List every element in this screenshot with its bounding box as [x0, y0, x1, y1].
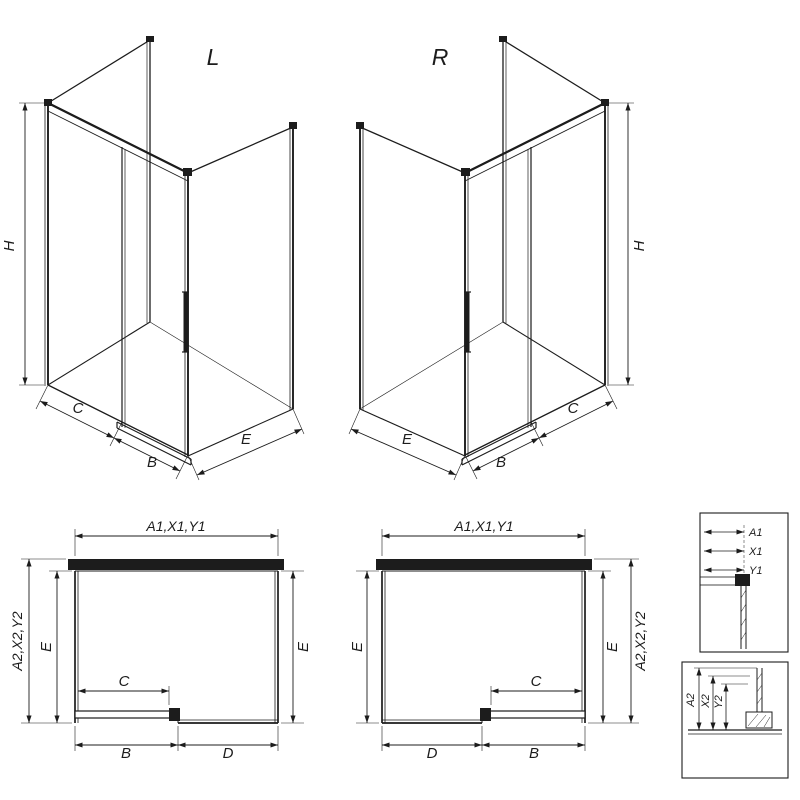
bottom-rail-section	[745, 711, 773, 729]
dim-label-c: C	[568, 400, 579, 417]
dim-label-height: H	[1, 240, 18, 251]
dim-label-height: H	[631, 240, 648, 251]
dim-label-a2x2y2: A2,X2,Y2	[632, 611, 648, 671]
iso-view-left: L H C B E	[1, 36, 304, 480]
glass-section	[756, 668, 763, 712]
dim-label-e: E	[402, 431, 413, 448]
iso-drawing-right	[349, 36, 634, 480]
dim-label-d: D	[223, 745, 234, 762]
dim-label-a1x1y1: A1,X1,Y1	[453, 518, 513, 534]
dim-label-e-left: E	[349, 641, 366, 652]
detail-frame	[681, 661, 789, 779]
glass-section	[740, 586, 747, 649]
plan-view-left: A1,X1,Y1 A2,X2,Y2 E E C B D	[9, 518, 312, 762]
dim-label-y2: Y2	[713, 695, 725, 708]
profile-detail-top: A1 X1 Y1	[699, 512, 789, 653]
dim-label-c: C	[531, 673, 542, 690]
dim-label-x2: X2	[700, 694, 712, 708]
dim-label-e: E	[241, 431, 252, 448]
plan-drawing-right	[356, 529, 639, 751]
dim-label-a1x1y1: A1,X1,Y1	[145, 518, 205, 534]
profile-block	[735, 574, 750, 586]
dim-label-b: B	[496, 454, 506, 471]
variant-label-left: L	[207, 44, 220, 70]
dim-label-a2x2y2: A2,X2,Y2	[9, 611, 25, 671]
detail-dimension-lines	[694, 667, 757, 730]
plan-drawing-left	[21, 529, 304, 751]
dim-label-b: B	[147, 454, 157, 471]
iso-drawing-left	[19, 36, 304, 480]
variant-label-right: R	[432, 44, 449, 70]
iso-view-right: R H C B E	[349, 36, 648, 480]
dim-label-c: C	[119, 673, 130, 690]
dim-label-a1: A1	[748, 527, 762, 539]
dim-label-x1: X1	[748, 546, 762, 558]
dim-label-d: D	[427, 745, 438, 762]
dim-label-e-right: E	[295, 641, 312, 652]
dim-label-b: B	[121, 745, 131, 762]
dim-label-b: B	[529, 745, 539, 762]
dim-label-a2: A2	[685, 693, 697, 707]
dim-label-y1: Y1	[749, 565, 762, 577]
plan-view-right: A1,X1,Y1 A2,X2,Y2 E E C D B	[349, 518, 648, 762]
dim-label-e-left: E	[38, 641, 55, 652]
wall-profile-section	[699, 576, 738, 586]
dim-label-c: C	[73, 400, 84, 417]
dim-label-e-right: E	[604, 641, 621, 652]
profile-detail-bottom: A2 X2 Y2	[681, 661, 789, 779]
